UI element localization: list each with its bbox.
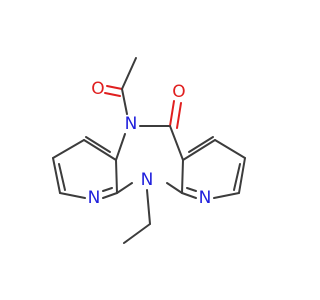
- bond-r-c2-inner: [188, 136, 214, 153]
- bond-l-c3: [52, 139, 85, 159]
- bond-l-c7: [102, 192, 118, 199]
- bond-l-c6: [115, 159, 118, 194]
- bond-l-n11: [116, 182, 133, 194]
- bond-r-c4: [238, 157, 246, 194]
- bond-ch2-ch3: [123, 223, 151, 244]
- bond-l-c2-inner: [85, 136, 111, 153]
- bond-r-c6: [181, 159, 184, 194]
- bond-acetyl-co-a: [106, 85, 123, 90]
- bond-l-c4-inner: [58, 163, 66, 191]
- bond-r-c4-inner: [233, 163, 241, 191]
- atom-label-ring-oxygen: O: [172, 82, 185, 102]
- atom-label-pyridine-n-right: N: [199, 188, 212, 208]
- bond-r-c2: [182, 139, 216, 161]
- bond-l-c2: [83, 139, 117, 161]
- bond-r-c7-inner: [186, 187, 197, 192]
- bond-c6-o-b: [176, 102, 182, 129]
- bond-carbonyl-n: [121, 88, 128, 115]
- bond-n11-ch2: [146, 189, 151, 225]
- bond-c6-o-a: [169, 100, 175, 127]
- bond-l-c4: [52, 157, 61, 194]
- atom-label-n11: N: [141, 170, 154, 190]
- bond-r-c1: [169, 125, 184, 161]
- bond-r-c5: [213, 192, 240, 199]
- molecule-structure: O O N N N N: [52, 57, 246, 244]
- atom-label-pyridine-n-left: N: [88, 188, 101, 208]
- bond-l-c1: [115, 133, 126, 161]
- atom-label-acetyl-oxygen: O: [91, 79, 104, 99]
- bond-r-n11: [166, 182, 183, 194]
- bond-acetyl-co-b: [104, 92, 121, 97]
- bond-methyl-carbonyl: [121, 57, 137, 90]
- bond-r-c7: [181, 192, 197, 199]
- bond-r-c3: [214, 139, 246, 159]
- atom-label-n5: N: [125, 114, 138, 134]
- bond-l-c7-inner: [102, 187, 113, 192]
- bond-l-c5: [59, 192, 86, 199]
